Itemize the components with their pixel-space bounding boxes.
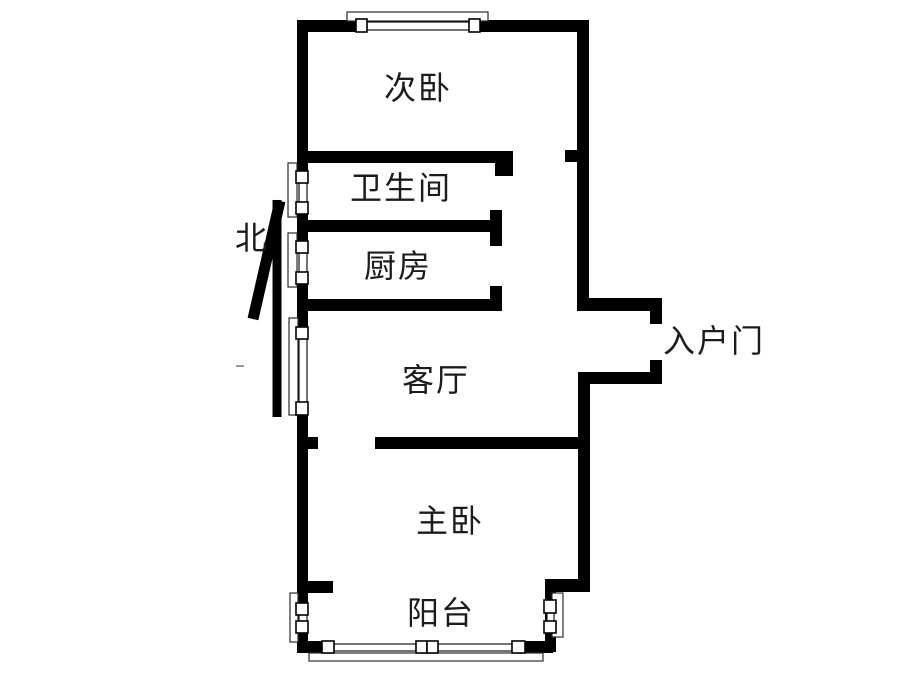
room-label-bedroom2: 次卧	[384, 70, 452, 106]
stray-dash-artifact	[236, 365, 244, 367]
window-right-balcony	[543, 592, 564, 638]
window-left-balcony	[289, 592, 309, 643]
window-bottom-balcony	[308, 640, 544, 662]
north-label: 北	[235, 220, 269, 256]
walls	[297, 20, 662, 653]
window-left-bathroom	[287, 162, 309, 218]
north-arrow-icon	[247, 199, 286, 417]
window-top-bedroom2	[346, 11, 489, 33]
room-label-balcony: 阳台	[407, 595, 475, 631]
window-left-kitchen	[287, 232, 309, 288]
window-left-living	[288, 317, 309, 416]
room-label-bathroom: 卫生间	[350, 170, 452, 206]
room-label-kitchen: 厨房	[364, 248, 432, 284]
room-label-master: 主卧	[416, 503, 484, 539]
room-label-living: 客厅	[402, 362, 470, 398]
room-label-entry-door: 入户门	[663, 323, 765, 359]
